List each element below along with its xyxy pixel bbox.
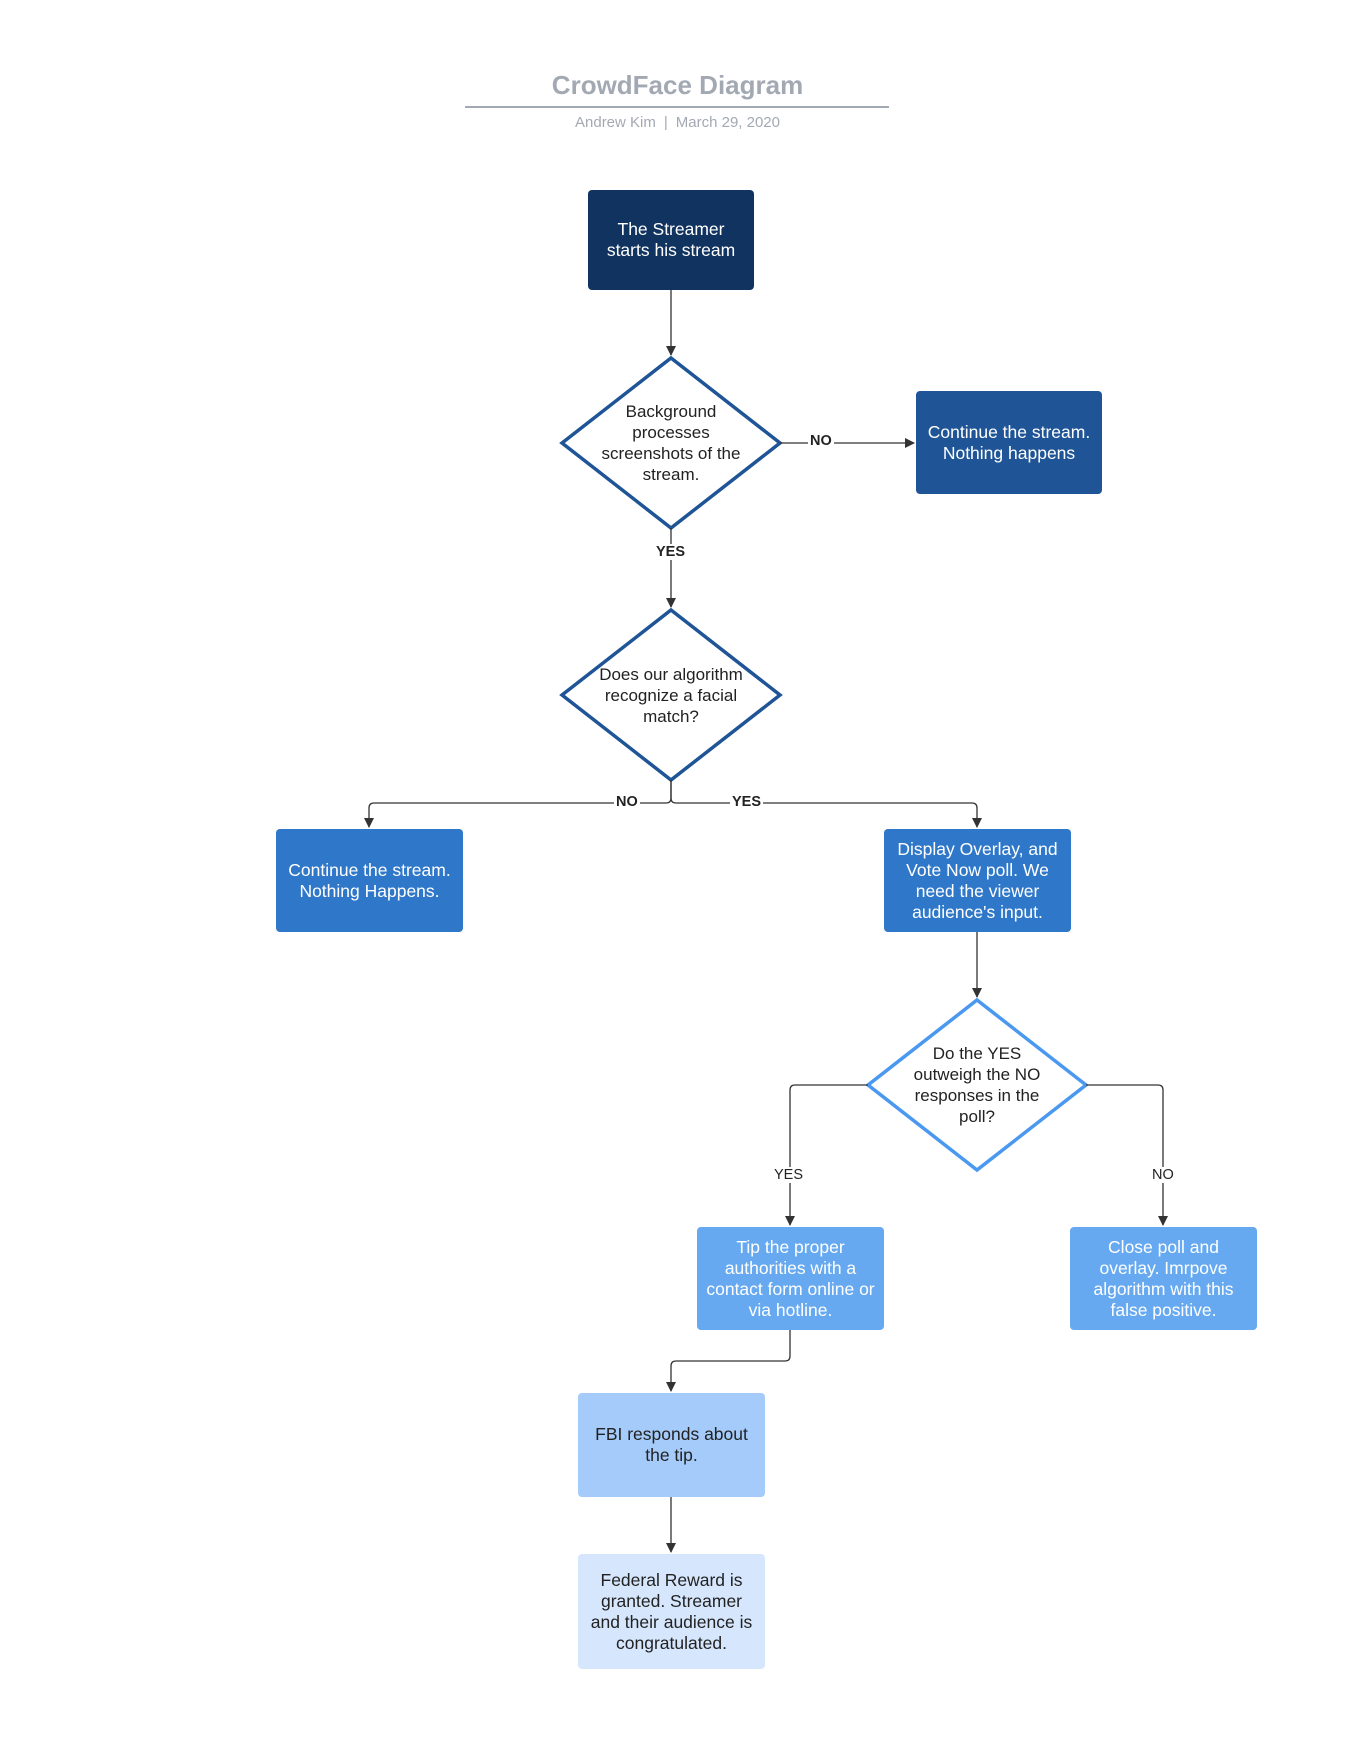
- node-close-poll: Close poll and overlay. Imrpove algorith…: [1070, 1227, 1257, 1330]
- subtitle-separator: |: [663, 114, 668, 131]
- decision-text-poll: Do the YES outweigh the NO responses in …: [913, 1044, 1041, 1126]
- decision-text-match: Does our algorithm recognize a facial ma…: [599, 664, 743, 726]
- connector-match-yes: [670, 780, 982, 828]
- edge-label-match-yes: YES: [730, 794, 764, 810]
- node-start: The Streamer starts his stream: [588, 190, 754, 290]
- author-name: Andrew Kim: [575, 114, 656, 131]
- edge-label-background-no: NO: [808, 433, 834, 449]
- decision-diamond-poll: [865, 997, 1089, 1173]
- connector-poll-no: [1086, 1084, 1168, 1226]
- node-federal-reward: Federal Reward is granted. Streamer and …: [578, 1554, 765, 1669]
- node-display-overlay: Display Overlay, and Vote Now poll. We n…: [884, 829, 1071, 932]
- edge-label-poll-no: NO: [1150, 1167, 1176, 1183]
- connector-poll-yes: [785, 1084, 868, 1226]
- node-continue-stream-2: Continue the stream. Nothing Happens.: [276, 829, 463, 932]
- edge-label-match-no: NO: [614, 794, 640, 810]
- edge-label-poll-yes: YES: [772, 1167, 806, 1183]
- decision-text-background: Background processes screenshots of the …: [601, 402, 741, 484]
- edge-label-background-yes: YES: [654, 544, 688, 560]
- diagram-date: March 29, 2020: [675, 114, 780, 131]
- node-tip-authorities: Tip the proper authorities with a contac…: [697, 1227, 884, 1330]
- connector-tip-to-fbi: [666, 1330, 791, 1392]
- page-subtitle: Andrew Kim | March 29, 2020: [465, 114, 890, 131]
- page-title: CrowdFace Diagram: [551, 70, 804, 100]
- node-fbi-responds: FBI responds about the tip.: [578, 1393, 765, 1497]
- title-divider: [465, 106, 889, 108]
- node-continue-stream-1: Continue the stream. Nothing happens: [916, 391, 1102, 494]
